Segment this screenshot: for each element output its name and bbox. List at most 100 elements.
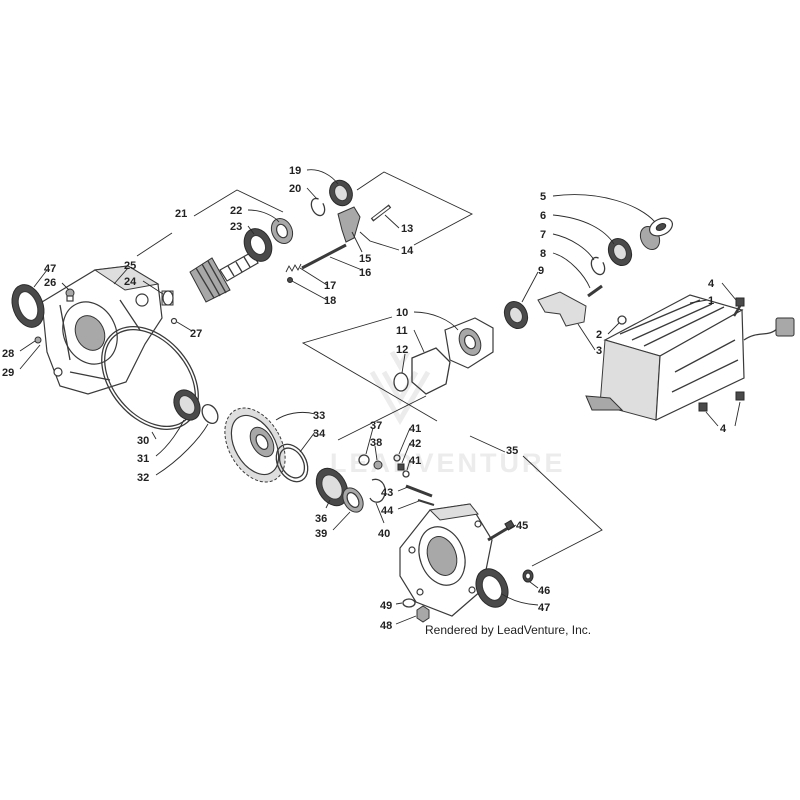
- callout-48: 48: [380, 620, 392, 632]
- callout-44: 44: [381, 505, 394, 517]
- cover-35: [399, 503, 493, 617]
- leader-47-left: [33, 269, 48, 288]
- leader-14: [359, 231, 400, 251]
- leader-41-bottom: [406, 459, 411, 471]
- flange-5: [639, 217, 673, 251]
- leader-38: [374, 445, 378, 461]
- callout-1: 1: [708, 295, 714, 307]
- callout-13: 13: [401, 223, 413, 235]
- callout-17: 17: [324, 280, 336, 292]
- leader-2: [607, 322, 620, 335]
- shift-fork-3: [537, 291, 587, 327]
- callout-25: 25: [124, 260, 136, 272]
- seal-47-right: [475, 568, 509, 608]
- plug-48: [416, 605, 430, 623]
- leader-30: [151, 431, 157, 440]
- leader-20: [306, 187, 318, 200]
- leader-4-top: [721, 282, 737, 301]
- shaft-43: [405, 484, 433, 498]
- leader-33: [275, 411, 316, 421]
- bracket-group-13-18: [356, 171, 473, 246]
- clip-41: [393, 454, 401, 462]
- callout-24: 24: [124, 276, 137, 288]
- callout-37: 37: [370, 420, 382, 432]
- group-brackets: [136, 171, 603, 567]
- bracket-group-10: [301, 316, 438, 422]
- leader-44: [397, 500, 420, 510]
- callout-38: 38: [370, 437, 382, 449]
- leader-18: [291, 280, 328, 301]
- ring-46: [522, 569, 534, 583]
- fitting-26: [65, 288, 75, 302]
- callout-28: 28: [2, 348, 14, 360]
- leader-17: [299, 267, 328, 286]
- watermark-logo: [369, 350, 431, 425]
- callout-9: 9: [538, 265, 544, 277]
- callout-15: 15: [359, 253, 371, 265]
- electrical-connector: [775, 317, 795, 337]
- gasket-11: [411, 347, 451, 395]
- pin-13-core: [372, 206, 390, 220]
- pinion-gear-21: [189, 251, 259, 303]
- callout-46: 46: [538, 585, 550, 597]
- render-credit: Rendered by LeadVenture, Inc.: [425, 623, 591, 637]
- callout-49: 49: [380, 600, 392, 612]
- leader-46: [529, 581, 539, 589]
- callout-21: 21: [175, 208, 187, 220]
- o-ring-30: [101, 326, 199, 430]
- leader-42: [401, 442, 411, 464]
- shim-34: [275, 443, 309, 483]
- callout-23: 23: [230, 221, 242, 233]
- leader-23: [247, 225, 255, 235]
- callout-19: 19: [289, 165, 301, 177]
- washer-37: [358, 454, 370, 466]
- callout-labels: 19 20 21 22 23 13 14 15 16 17 18 5 6 7 8…: [2, 165, 727, 632]
- leader-27: [176, 321, 193, 332]
- callout-2: 2: [596, 329, 602, 341]
- callout-33: 33: [313, 410, 325, 422]
- o-ring-49: [402, 598, 416, 608]
- snap-ring-7: [590, 256, 606, 276]
- leader-26: [61, 282, 70, 291]
- leader-22: [247, 209, 280, 223]
- leader-34: [299, 431, 316, 453]
- plug-27: [170, 317, 178, 325]
- leader-31: [155, 419, 185, 457]
- callout-10: 10: [396, 307, 408, 319]
- callout-14: 14: [401, 245, 414, 257]
- bracket-group-21: [136, 189, 284, 257]
- leader-39: [332, 511, 351, 531]
- leader-24: [142, 280, 164, 295]
- ring-gear-33: [224, 407, 286, 483]
- callout-11: 11: [396, 325, 408, 337]
- bearing-6: [607, 237, 633, 267]
- leader-43: [397, 486, 409, 492]
- callout-18: 18: [324, 295, 336, 307]
- callout-26: 26: [44, 277, 56, 289]
- bracket-group-35-right: [469, 435, 603, 567]
- callout-35: 35: [506, 445, 518, 457]
- leader-41-top: [398, 427, 411, 455]
- leader-7: [552, 233, 595, 261]
- callout-20: 20: [289, 183, 301, 195]
- callout-41-bottom: 41: [409, 455, 421, 467]
- callout-36: 36: [315, 513, 327, 525]
- bearing-23: [243, 228, 273, 262]
- leader-47-right: [501, 593, 539, 606]
- callout-45: 45: [516, 520, 528, 532]
- leader-12: [401, 353, 406, 374]
- callout-43: 43: [381, 487, 393, 499]
- pin-42: [397, 463, 405, 471]
- bearing-31: [173, 389, 201, 421]
- callout-40: 40: [378, 528, 390, 540]
- callout-42: 42: [409, 438, 421, 450]
- callout-32: 32: [137, 472, 149, 484]
- ring-2: [617, 315, 627, 325]
- callout-7: 7: [540, 229, 546, 241]
- leader-49: [395, 602, 403, 605]
- callout-31: 31: [137, 453, 149, 465]
- seal-39: [342, 487, 364, 513]
- leader-4-bottom: [705, 401, 741, 427]
- callout-4-top: 4: [708, 278, 715, 290]
- shim-32: [201, 404, 219, 424]
